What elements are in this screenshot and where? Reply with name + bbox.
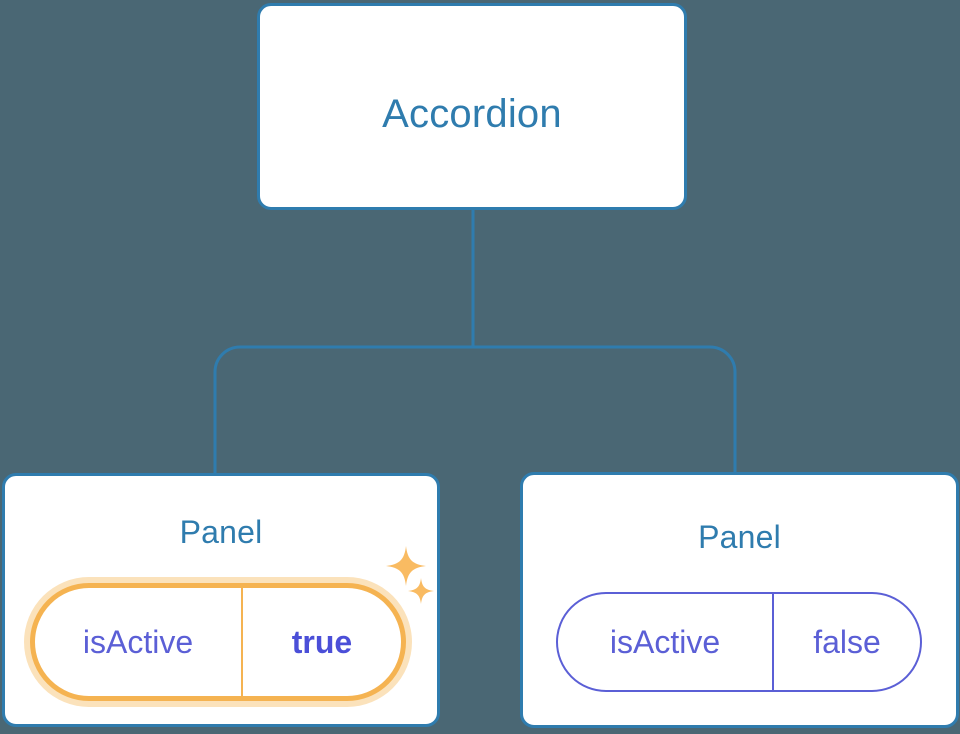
prop-pill-body: isActive true: [30, 583, 406, 701]
prop-pill-isactive-false[interactable]: isActive false: [556, 592, 922, 692]
node-panel-right-label: Panel: [698, 519, 781, 555]
node-accordion[interactable]: Accordion: [257, 3, 687, 210]
node-accordion-label: Accordion: [382, 92, 562, 136]
prop-key: isActive: [609, 623, 721, 660]
node-panel-left-label: Panel: [179, 514, 263, 550]
prop-pill-isactive-true[interactable]: isActive true: [30, 583, 406, 701]
connector-bus-left: [213, 345, 473, 473]
connector-bus-right: [473, 345, 737, 472]
prop-value: false: [772, 594, 920, 690]
prop-pill-body: isActive false: [556, 592, 922, 692]
prop-value: true: [241, 588, 401, 696]
prop-key: isActive: [82, 623, 194, 660]
